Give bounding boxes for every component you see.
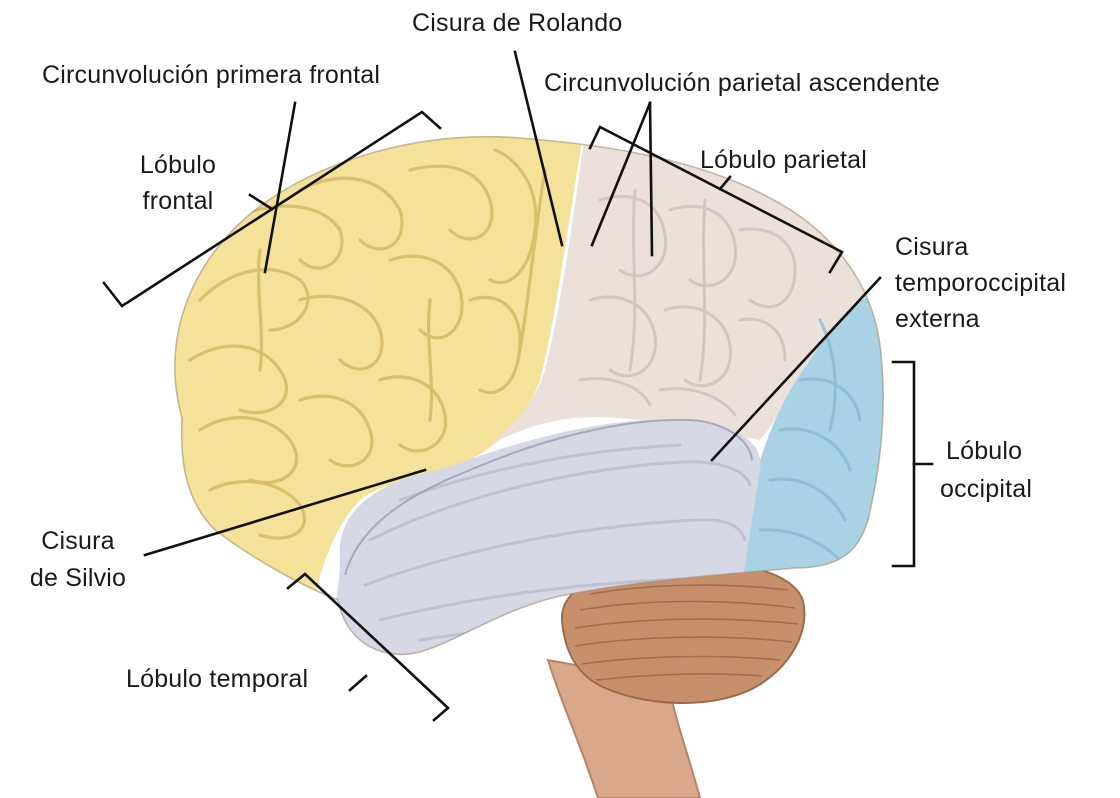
label-cisura-silvio-line1: Cisura bbox=[18, 526, 138, 556]
label-cisura-temporooccipital-line2: temporoccipital bbox=[895, 268, 1066, 298]
label-cisura-rolando: Cisura de Rolando bbox=[412, 8, 622, 38]
label-lobulo-parietal: Lóbulo parietal bbox=[700, 145, 867, 175]
label-lobulo-temporal: Lóbulo temporal bbox=[126, 664, 308, 694]
leader-lobulo-temporal bbox=[350, 676, 366, 690]
label-cisura-temporooccipital-line3: externa bbox=[895, 304, 980, 334]
label-lobulo-frontal-line1: Lóbulo bbox=[118, 150, 238, 180]
bracket-lobulo-occipital bbox=[893, 362, 914, 566]
label-cisura-silvio-line2: de Silvio bbox=[18, 563, 138, 593]
label-lobulo-frontal-line2: frontal bbox=[118, 186, 238, 216]
label-lobulo-occipital-line1: Lóbulo bbox=[946, 436, 1022, 466]
label-circunvolucion-parietal-ascendente: Circunvolución parietal ascendente bbox=[544, 68, 940, 98]
label-lobulo-occipital-line2: occipital bbox=[940, 474, 1032, 504]
label-cisura-temporooccipital-line1: Cisura bbox=[895, 232, 968, 262]
label-circunvolucion-primera-frontal: Circunvolución primera frontal bbox=[42, 60, 380, 90]
